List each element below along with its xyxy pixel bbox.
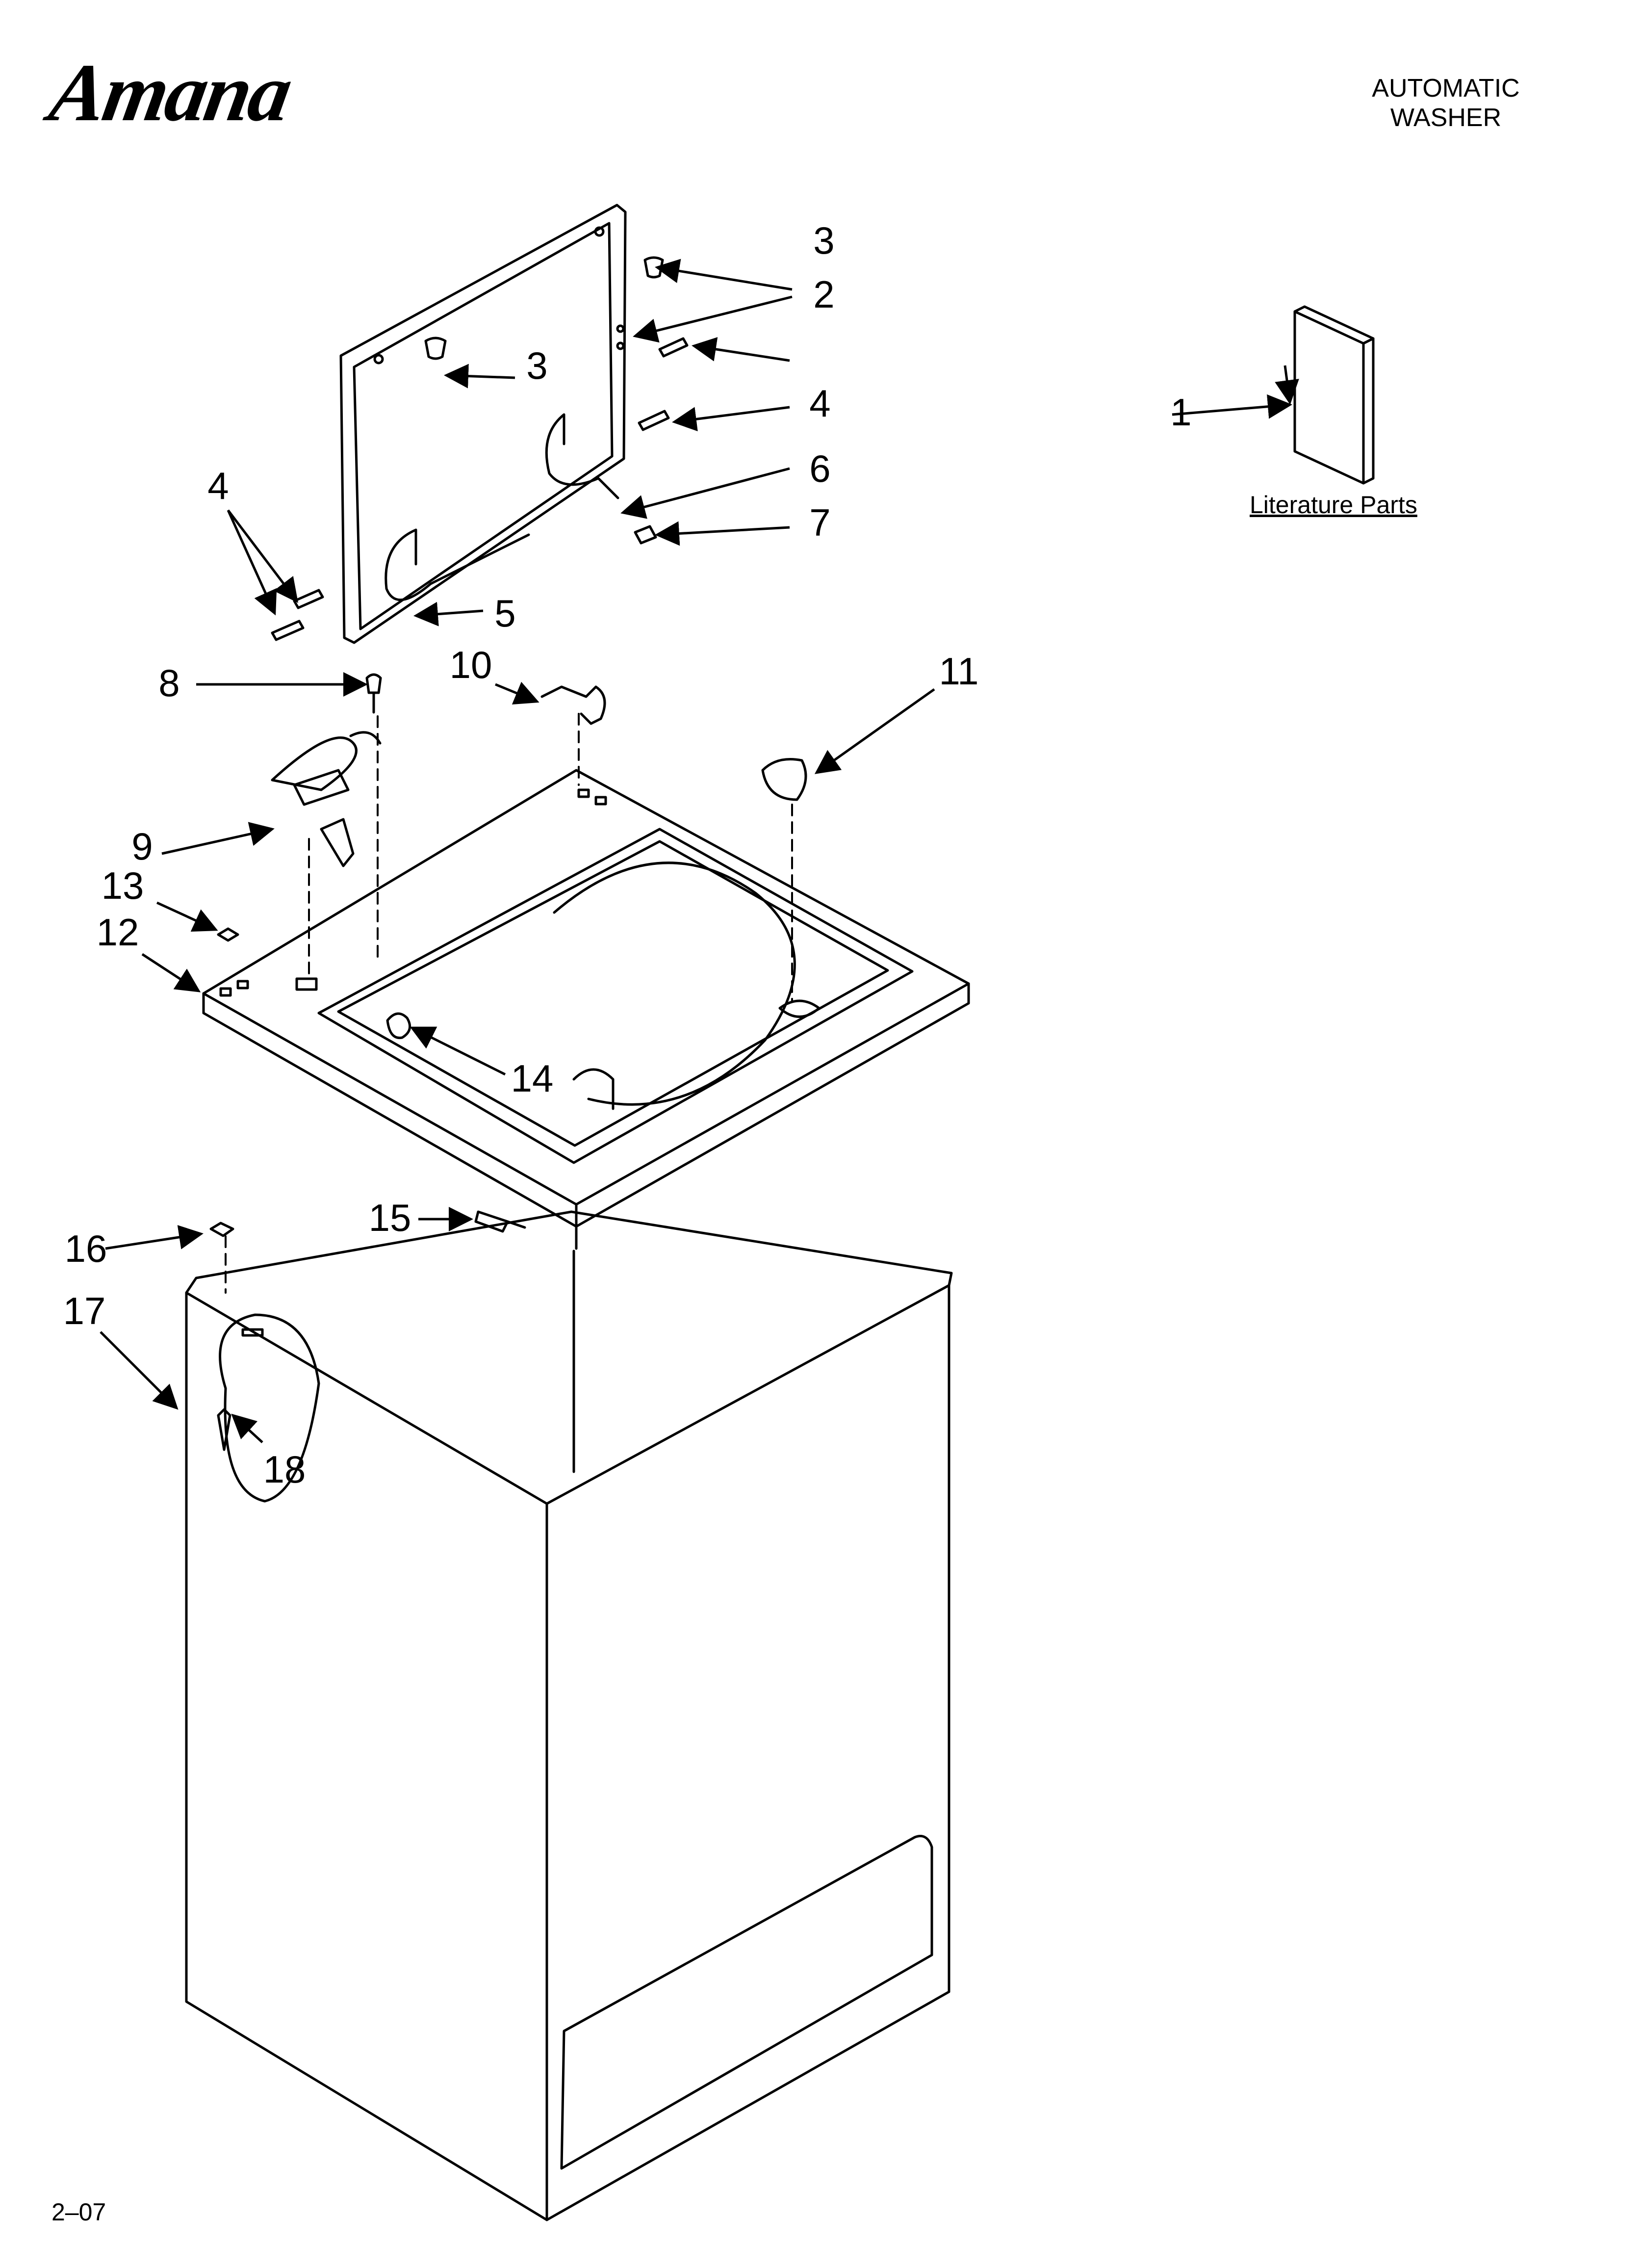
callout-11: 11 — [939, 650, 979, 693]
callout-6: 6 — [809, 447, 831, 490]
title-line-2: WASHER — [1390, 104, 1502, 132]
callout-7: 7 — [809, 501, 831, 544]
hinge-screw-icon — [271, 337, 689, 641]
page-title: AUTOMATIC WASHER — [1299, 74, 1593, 132]
callout-10: 10 — [449, 643, 492, 686]
title-line-1: AUTOMATIC — [1372, 74, 1520, 103]
callout-2: 2 — [813, 273, 835, 316]
callout-3b: 3 — [526, 344, 548, 387]
cabinet-screw-icon — [217, 1408, 231, 1451]
callout-8: 8 — [158, 661, 180, 704]
harness-clip-icon — [540, 685, 606, 725]
leader-arrows — [100, 259, 1299, 1443]
callout-17: 17 — [63, 1289, 106, 1332]
lid-part-2 — [339, 204, 627, 644]
callout-9: 9 — [131, 825, 153, 868]
fill-inlet-icon — [386, 1012, 411, 1040]
clip-icon — [217, 927, 239, 942]
callout-4: 4 — [809, 382, 831, 425]
bleach-funnel-icon — [761, 758, 807, 801]
hinge-nut-icon — [634, 525, 657, 545]
cabinet-top-part-12 — [202, 769, 970, 1228]
callout-3: 3 — [813, 219, 835, 262]
literature-parts-icon — [1293, 305, 1375, 485]
cabinet-clip-icon — [209, 1222, 234, 1237]
literature-parts-caption: Literature Parts — [1250, 491, 1417, 519]
callout-15: 15 — [368, 1196, 411, 1239]
callout-12: 12 — [96, 911, 139, 954]
switch-screw-icon — [365, 673, 382, 714]
page-reference: 2–07 — [51, 2198, 106, 2226]
lid-hinge-icon — [385, 413, 619, 601]
callout-13: 13 — [101, 864, 144, 907]
cabinet-part-17 — [185, 1210, 953, 2221]
callout-5: 5 — [494, 592, 516, 635]
callout-14: 14 — [511, 1057, 554, 1100]
callout-1: 1 — [1170, 391, 1192, 434]
assembly-lines — [225, 713, 793, 1294]
callout-18: 18 — [263, 1448, 306, 1491]
callout-4b: 4 — [207, 464, 229, 507]
lid-switch-icon — [271, 731, 382, 867]
callout-16: 16 — [64, 1227, 107, 1270]
